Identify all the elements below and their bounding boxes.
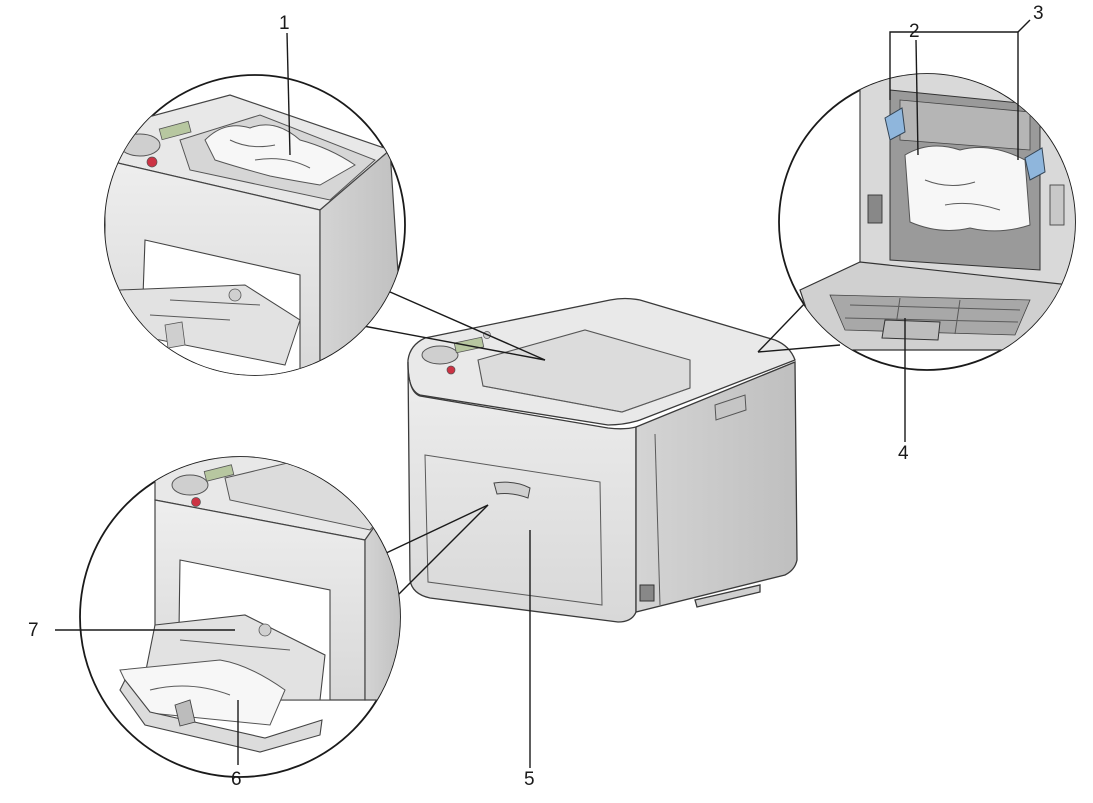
paper-in-tray <box>119 659 286 726</box>
leader-3 <box>889 31 1019 160</box>
printer-main <box>407 297 798 623</box>
callout-4: 4 <box>898 443 909 464</box>
jammed-paper-rear <box>904 145 1031 232</box>
callout-6: 6 <box>231 769 242 790</box>
printer-side <box>635 361 798 613</box>
callout-leaders <box>55 19 1031 768</box>
callout-1: 1 <box>279 13 290 34</box>
leader-1 <box>286 32 291 156</box>
leader-3-stem <box>1017 19 1031 33</box>
release-lever-right <box>1024 147 1046 181</box>
callout-3: 3 <box>1033 3 1044 24</box>
callout-7: 7 <box>28 620 39 641</box>
zoom-paper-tray <box>79 456 489 778</box>
front-cover-handle <box>493 481 531 499</box>
side-handle <box>714 394 747 421</box>
zoom-rear-cover <box>757 73 1076 371</box>
usb-port <box>639 584 655 602</box>
release-lever-left <box>884 107 906 141</box>
callout-5: 5 <box>524 769 535 790</box>
callout-2: 2 <box>909 21 920 42</box>
jammed-paper-top <box>204 124 356 186</box>
zoom-output-tray <box>104 74 546 376</box>
front-cover <box>424 454 603 606</box>
leader-2 <box>915 39 919 156</box>
rear-cover-handle <box>881 319 941 341</box>
